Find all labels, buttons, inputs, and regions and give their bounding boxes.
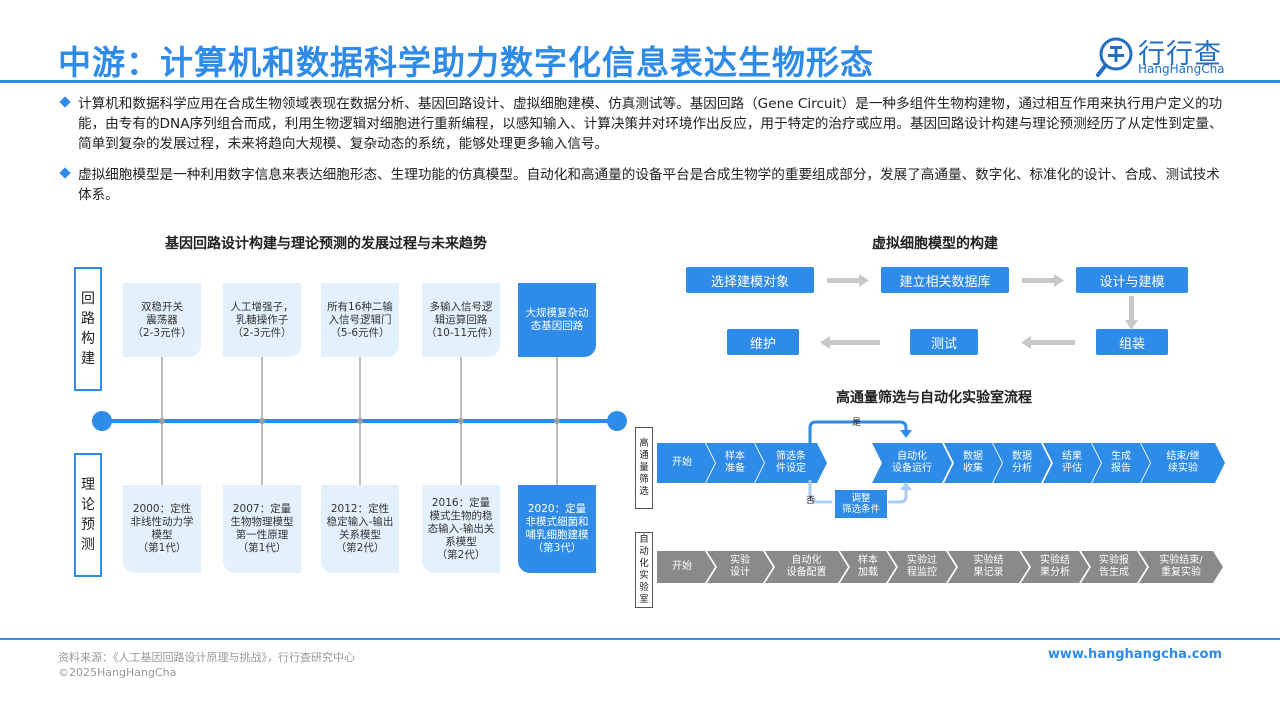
prediction-card-3: 2012：定性 稳定输入-输出 关系模型 （第2代）	[321, 485, 399, 573]
connector-bottom-2	[261, 422, 263, 486]
row2-chevron-8	[1081, 551, 1147, 583]
logo-name: 行行查	[1138, 39, 1222, 70]
bullet-paragraph-2: 虚拟细胞模型是一种利用数字信息来表达细胞形态、生理功能的仿真模型。自动化和高通量…	[59, 165, 1225, 205]
row1-step-label-1: 开始	[672, 457, 692, 468]
timeline-node-3	[357, 418, 363, 424]
row2-step-label-7: 实验结 果分析	[1040, 555, 1070, 578]
timeline-node-2	[259, 418, 265, 424]
row2-step-label-8: 实验报 告生成	[1099, 555, 1129, 578]
row1-chevron-2	[706, 443, 764, 483]
logo-icon	[1096, 37, 1133, 77]
row2-chevron-4	[840, 551, 896, 583]
row2-step-label-4: 样本 加载	[858, 555, 878, 578]
lab-row-label: 自动化实验室	[635, 532, 653, 608]
construction-card-2: 人工增强子， 乳糖操作子 （2-3元件）	[223, 283, 301, 357]
virtual-cell-arrows	[820, 274, 1138, 349]
row1-chevron-1	[657, 443, 715, 483]
prediction-card-5: 2020：定量 非模式细菌和 哺乳细胞建模 （第3代）	[518, 485, 596, 573]
virtual-cell-title: 虚拟细胞模型的构建	[872, 236, 998, 252]
timeline-node-4	[458, 418, 464, 424]
row2-chevron-2	[707, 551, 773, 583]
row1-step-label-7: 结果 评估	[1062, 451, 1082, 474]
branch-yes-label: 是	[852, 418, 862, 428]
timeline-node-5	[554, 418, 560, 424]
step-assemble: 组装	[1096, 329, 1168, 355]
timeline-title: 基因回路设计构建与理论预测的发展过程与未来趋势	[165, 236, 487, 252]
construction-card-4: 多输入信号逻 辑运算回路 （10-11元件）	[422, 283, 500, 357]
row2-step-label-5: 实验过 程监控	[907, 555, 937, 578]
row1-chevrons	[657, 443, 1225, 483]
row1-chevron-7	[1043, 443, 1101, 483]
source-note: 资料来源：《人工基因回路设计原理与挑战》，行行查研究中心	[58, 651, 355, 664]
step-maintain: 维护	[727, 329, 799, 355]
page-title: 中游：计算机和数据科学助力数字化信息表达生物形态	[58, 43, 874, 82]
row1-step-label-2: 样本 准备	[725, 451, 745, 474]
step-design-modeling: 设计与建模	[1076, 267, 1188, 293]
construction-card-1: 双稳开关 震荡器 （2-3元件）	[123, 283, 201, 357]
row1-step-label-4: 自动化 设备运行	[892, 451, 932, 474]
row1-chevron-3	[755, 443, 827, 483]
header-divider	[0, 80, 1280, 83]
row1-chevron-6	[993, 443, 1051, 483]
row2-step-label-1: 开始	[672, 561, 692, 572]
timeline-end-dot	[607, 411, 627, 431]
row2-chevron-9	[1139, 551, 1223, 583]
connector-bottom-3	[359, 422, 361, 486]
copyright: ©2025HangHangCha	[58, 666, 177, 679]
construction-side-label: 回路构建	[74, 267, 102, 391]
row2-chevron-3	[765, 551, 848, 583]
row2-chevrons	[657, 551, 1223, 583]
row1-chevron-8	[1092, 443, 1150, 483]
row2-step-label-3: 自动化 设备配置	[786, 555, 827, 578]
branch-no-label: 否	[806, 496, 816, 506]
step-test: 测试	[910, 329, 978, 355]
row1-chevron-5	[944, 443, 1002, 483]
row1-step-label-5: 数据 收集	[963, 451, 983, 474]
step-build-database: 建立相关数据库	[881, 267, 1009, 293]
row1-step-label-9: 结束/继 续实验	[1166, 451, 1200, 474]
row1-chevron-4	[872, 443, 952, 483]
prediction-card-1: 2000：定性 非线性动力学 模型 （第1代）	[123, 485, 201, 573]
row1-step-label-8: 生成 报告	[1111, 451, 1131, 474]
prediction-card-4: 2016：定量 模式生物的稳 态输入-输出关 系模型 （第2代）	[422, 485, 500, 573]
row2-chevron-5	[888, 551, 956, 583]
bullet-paragraph-1: 计算机和数据科学应用在合成生物领域表现在数据分析、基因回路设计、虚拟细胞建模、仿…	[59, 94, 1225, 154]
row2-chevron-7	[1021, 551, 1089, 583]
row1-step-label-6: 数据 分析	[1012, 451, 1032, 474]
connector-bottom-1	[161, 422, 163, 486]
construction-card-3: 所有16种二输 入信号逻辑门 （5-6元件）	[321, 283, 399, 357]
row2-chevron-6	[948, 551, 1029, 583]
row1-chevron-9	[1141, 443, 1225, 483]
logo-subtitle: HangHangCha	[1138, 62, 1225, 76]
screening-title: 高通量筛选与自动化实验室流程	[836, 390, 1032, 406]
footer-divider	[0, 638, 1280, 640]
prediction-side-label: 理论预测	[74, 453, 102, 577]
website-url: www.hanghangcha.com	[1047, 647, 1222, 662]
row2-step-label-2: 实验 设计	[730, 555, 750, 578]
timeline-node-1	[159, 418, 165, 424]
step-select-model-object: 选择建模对象	[686, 267, 814, 293]
diamond-bullet-icon	[59, 96, 71, 108]
row2-step-label-9: 实验结束/ 重复实验	[1159, 555, 1203, 578]
screening-row-label: 高通量筛选	[635, 427, 653, 509]
connector-bottom-4	[460, 422, 462, 486]
timeline-start-dot	[92, 411, 112, 431]
row2-step-label-6: 实验结 果记录	[973, 555, 1004, 578]
row2-chevron-1	[657, 551, 715, 583]
prediction-card-2: 2007：定量 生物物理模型 第一性原理 （第1代）	[223, 485, 301, 573]
row1-step-label-3: 筛选条 件设定	[776, 451, 806, 474]
construction-card-5: 大规模复杂动 态基因回路	[518, 283, 596, 357]
diamond-bullet-icon	[59, 167, 71, 179]
connector-bottom-5	[556, 422, 558, 486]
adjust-conditions-box: 调整 筛选条件	[835, 490, 887, 518]
screening-branch-arrows	[808, 420, 912, 504]
